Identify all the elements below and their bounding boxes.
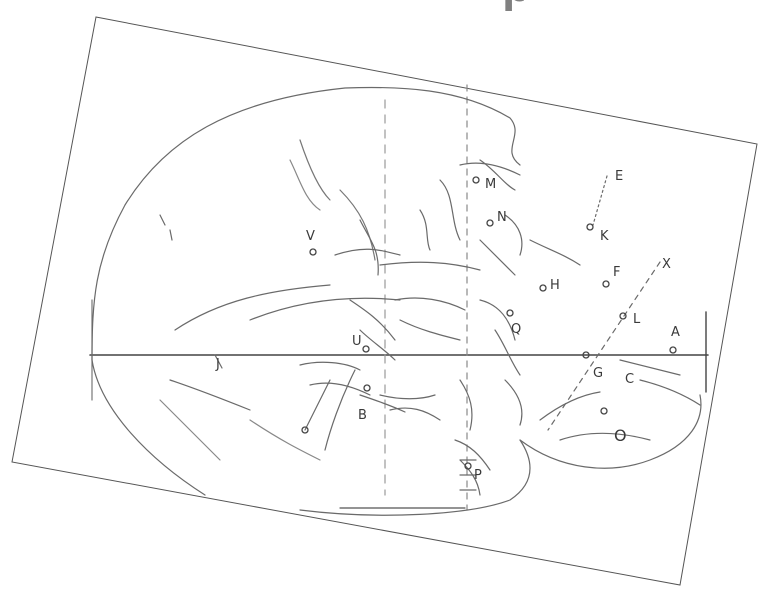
label-k: K: [600, 229, 609, 244]
label-g: G: [593, 366, 603, 381]
label-v: V: [306, 229, 315, 244]
point-markers: [301, 176, 677, 470]
point-labels: M N E K V F X H L Q U A G C J B O P: [215, 169, 680, 483]
label-q: Q: [511, 322, 521, 337]
label-e: E: [615, 169, 623, 184]
label-n: N: [497, 210, 507, 225]
label-h: H: [550, 278, 560, 293]
label-p: P: [474, 468, 482, 483]
label-u: U: [352, 334, 362, 349]
top-cropped-letter: p: [502, 0, 524, 12]
label-l: L: [633, 312, 641, 327]
sketch-lines: [89, 84, 709, 516]
label-f: F: [613, 265, 620, 280]
label-b: B: [358, 408, 367, 423]
label-m: M: [485, 177, 496, 192]
label-c: C: [625, 372, 634, 387]
label-x: X: [662, 257, 671, 272]
label-o: O: [614, 426, 627, 445]
label-j: J: [215, 357, 220, 372]
label-a: A: [671, 325, 680, 340]
